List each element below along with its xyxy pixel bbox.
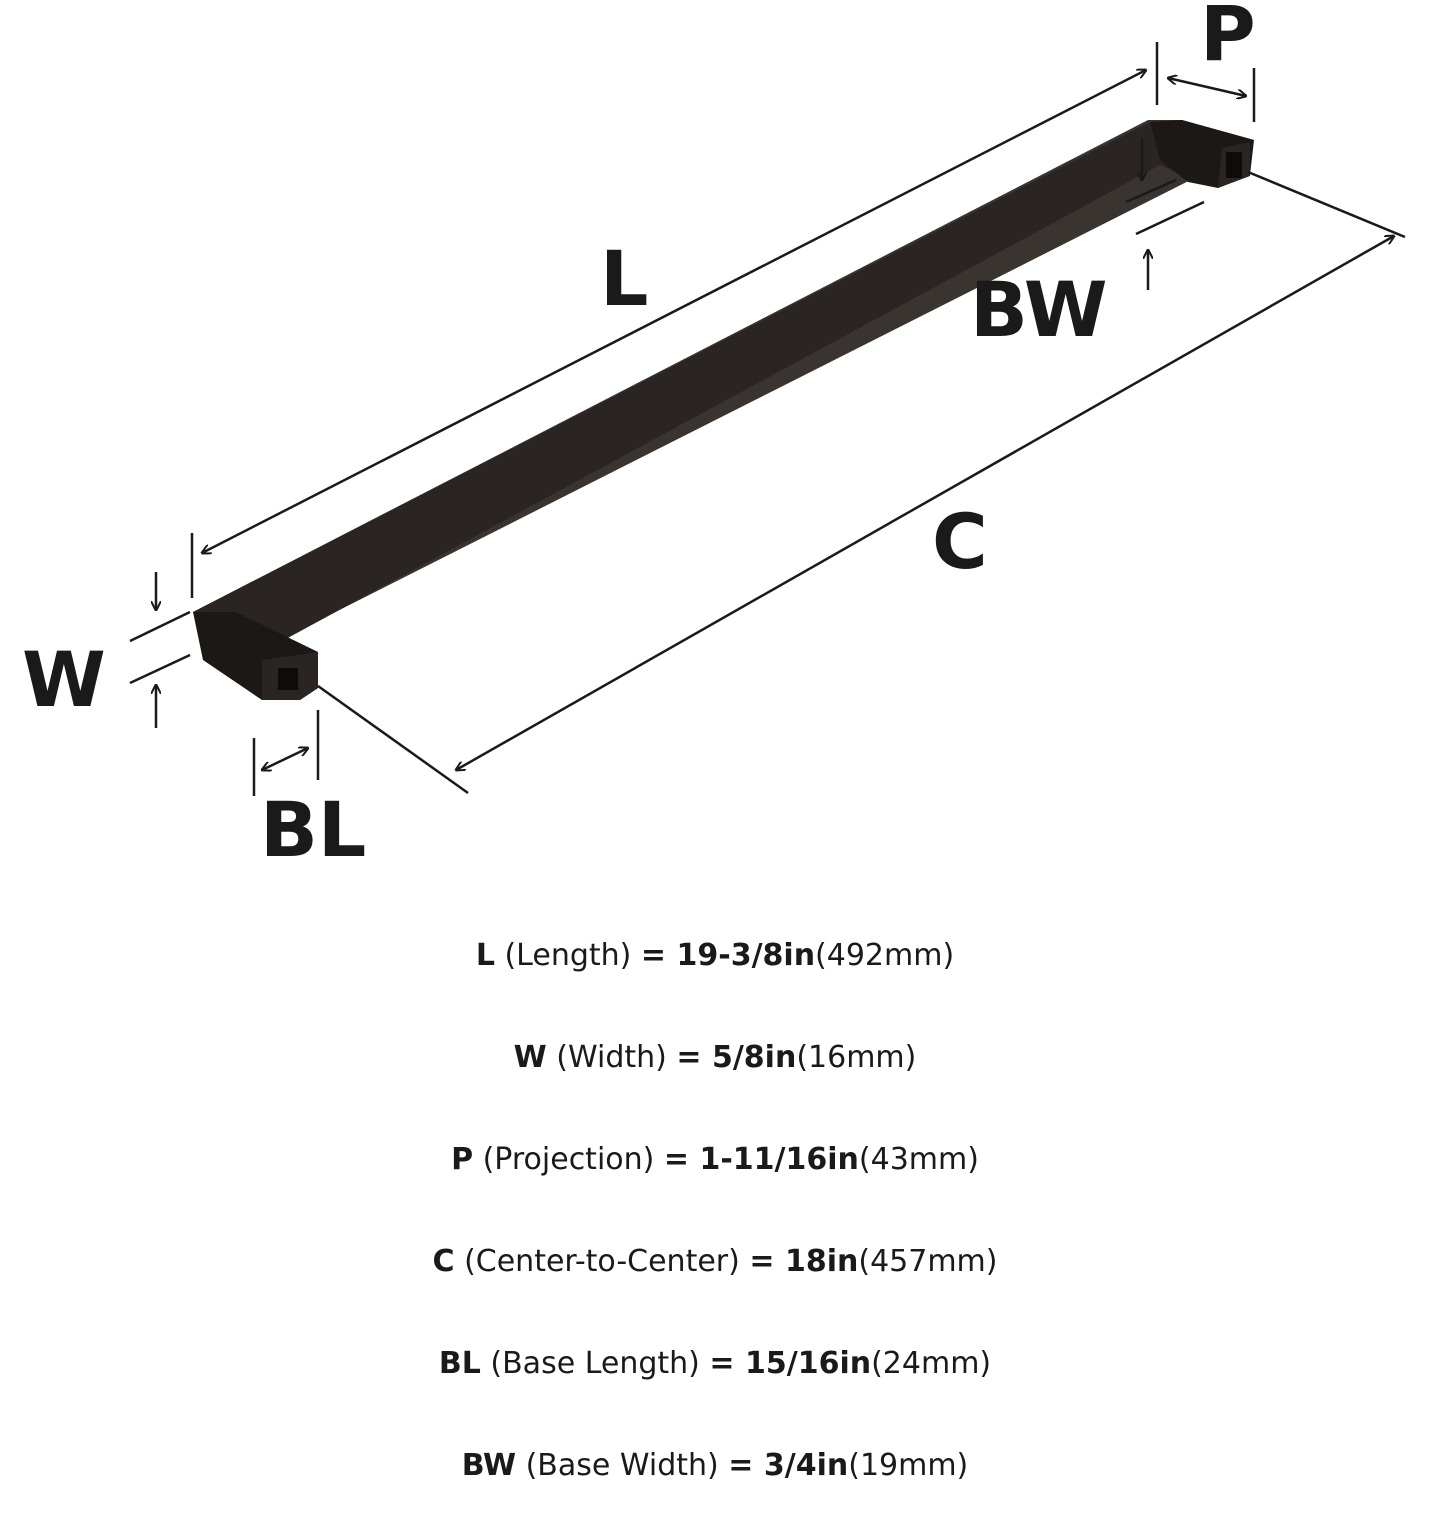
spec-inches: 19-3/8in [676,938,816,973]
spec-description: (Base Width) [516,1448,729,1483]
spec-equals: = [663,1142,700,1177]
spec-millimeters: (492mm) [815,938,955,973]
width-top-extension [129,610,191,643]
spec-key: P [451,1142,474,1177]
spec-description: (Length) [494,938,641,973]
spec-millimeters: (19mm) [848,1448,969,1483]
center-dimension-line [456,236,1394,770]
dimension-specifications-list: L (Length) = 19-3/8in(492mm) W (Width) =… [0,905,1430,1517]
spec-row-base-length: BL (Base Length) = 15/16in(24mm) [0,1313,1430,1415]
left-mount-hole [278,668,298,690]
spec-description: (Center-to-Center) [454,1244,750,1279]
spec-equals: = [640,938,677,973]
spec-millimeters: (457mm) [858,1244,998,1279]
spec-millimeters: (24mm) [871,1346,992,1381]
spec-inches: 5/8in [711,1040,797,1075]
spec-millimeters: (16mm) [796,1040,917,1075]
spec-description: (Projection) [473,1142,664,1177]
spec-key: L [475,938,495,973]
spec-description: (Base Length) [480,1346,710,1381]
label-c: C [932,497,988,586]
width-bottom-extension [129,653,191,685]
label-w: W [22,635,106,724]
handle-bar-body [193,122,1250,640]
spec-row-length: L (Length) = 19-3/8in(492mm) [0,905,1430,1007]
spec-description: (Width) [546,1040,677,1075]
spec-equals: = [728,1448,764,1483]
spec-key: BL [438,1346,481,1381]
label-bl: BL [260,785,366,874]
spec-equals: = [749,1244,785,1279]
spec-row-base-width: BW (Base Width) = 3/4in(19mm) [0,1415,1430,1517]
spec-row-width: W (Width) = 5/8in(16mm) [0,1007,1430,1109]
label-bw: BW [970,265,1108,354]
base-length-dimension-line [262,748,308,770]
spec-inches: 3/4in [763,1448,849,1483]
right-mount-hole [1226,152,1242,178]
center-right-extension [1247,170,1406,239]
center-left-extension [317,684,469,795]
spec-millimeters: (43mm) [858,1142,979,1177]
spec-inches: 1-11/16in [699,1142,859,1177]
spec-equals: = [709,1346,745,1381]
projection-dimension-line [1168,78,1246,96]
spec-key: W [513,1040,547,1075]
handle-dimension-diagram: L P BW C W BL [22,0,1406,874]
base-width-bottom-extension [1135,200,1205,236]
spec-row-projection: P (Projection) = 1-11/16in(43mm) [0,1109,1430,1211]
base-width-top-extension [1125,178,1177,204]
spec-row-center-to-center: C (Center-to-Center) = 18in(457mm) [0,1211,1430,1313]
spec-inches: 18in [784,1244,859,1279]
bar-pull-handle [193,120,1254,700]
spec-inches: 15/16in [745,1346,872,1381]
label-p: P [1200,0,1256,78]
label-l: L [600,234,648,323]
spec-key: BW [461,1448,517,1483]
spec-key: C [432,1244,455,1279]
spec-equals: = [676,1040,712,1075]
dimension-lines [129,42,1406,796]
